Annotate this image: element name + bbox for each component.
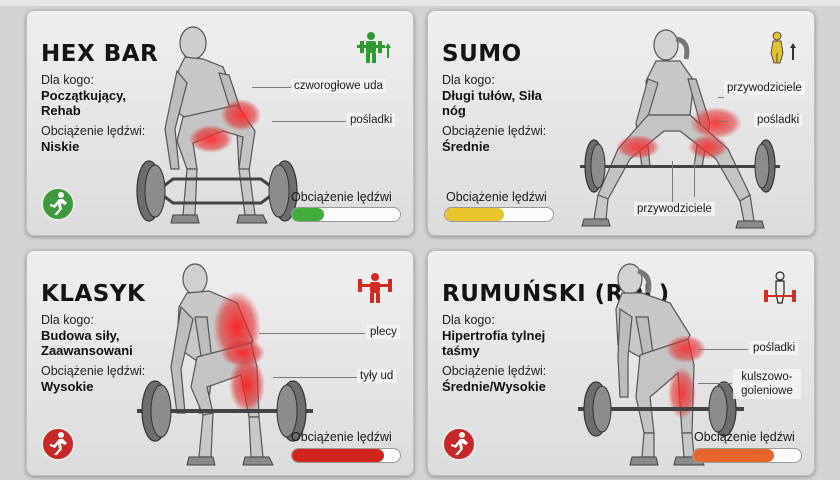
person-arrow-up-icon <box>764 29 800 65</box>
leader-line <box>698 349 748 350</box>
leader-line <box>718 121 728 122</box>
hex-bar-deadlift-figure <box>136 26 298 224</box>
load-bar-fill <box>292 208 325 221</box>
person-barbell-icon <box>762 269 798 305</box>
load-bar <box>444 207 554 222</box>
load-bar <box>291 207 401 222</box>
card-klasyk: KLASYK Dla kogo: Budowa siły, Zaawansowa… <box>26 250 414 476</box>
callout-adductors: przywodziciele <box>724 81 805 95</box>
card-rdl: RUMUŃSKI (RDL) Dla kogo: Hipertrofia tyl… <box>427 250 815 476</box>
callout-glutes: pośladki <box>754 113 803 127</box>
person-barbell-icon <box>357 269 393 305</box>
load-label: Obciążenie lędźwi: <box>442 364 547 378</box>
for-value: Początkujący, Rehab <box>41 88 127 118</box>
for-label: Dla kogo: <box>442 73 495 87</box>
for-value: Hipertrofia tylnej taśmy <box>442 328 546 358</box>
callout-glutes: pośladki <box>347 113 396 127</box>
card-info: Dla kogo: Budowa siły, Zaawansowani Obci… <box>41 313 211 394</box>
conventional-deadlift-figure <box>137 263 313 466</box>
sumo-deadlift-figure <box>580 29 780 229</box>
callout-adductors-lower: przywodziciele <box>634 202 715 216</box>
load-bar <box>692 448 802 463</box>
load-bar-label: Obciążenie lędźwi <box>291 430 392 444</box>
callout-hamstrings: tyły ud <box>357 369 397 383</box>
leader-line <box>718 97 724 98</box>
for-label: Dla kogo: <box>41 313 94 327</box>
load-bar-label: Obciążenie lędźwi <box>694 430 795 444</box>
card-title: HEX BAR <box>41 41 159 67</box>
load-bar-label: Obciążenie lędźwi <box>446 190 547 204</box>
for-value: Długi tułów, Siła nóg <box>442 88 542 118</box>
card-title: KLASYK <box>41 281 146 307</box>
card-hex-bar: HEX BAR Dla kogo: Początkujący, Rehab Ob… <box>26 10 414 236</box>
leader-line <box>252 87 292 88</box>
callout-hamstrings: kulszowo-goleniowe <box>733 369 801 399</box>
load-value: Średnie <box>442 139 490 154</box>
load-bar <box>291 448 401 463</box>
for-value: Budowa siły, Zaawansowani <box>41 328 133 358</box>
for-label: Dla kogo: <box>442 313 495 327</box>
romanian-deadlift-figure <box>578 263 744 466</box>
person-arrow-up-icon <box>357 29 393 65</box>
leader-line <box>259 333 365 334</box>
leader-line <box>273 377 357 378</box>
load-value: Niskie <box>41 139 80 154</box>
load-bar-label: Obciążenie lędźwi <box>291 190 392 204</box>
leader-line <box>694 161 695 197</box>
card-info: Dla kogo: Hipertrofia tylnej taśmy Obcią… <box>442 313 612 394</box>
running-person-badge-icon <box>41 187 75 221</box>
load-bar-fill <box>445 208 505 221</box>
card-sumo: SUMO Dla kogo: Długi tułów, Siła nóg Obc… <box>427 10 815 236</box>
callout-quads: czworogłowe uda <box>291 79 386 93</box>
load-label: Obciążenie lędźwi: <box>442 124 547 138</box>
load-bar-fill <box>292 449 384 462</box>
card-title: SUMO <box>442 41 522 67</box>
callout-back: plecy <box>367 325 400 339</box>
load-label: Obciążenie lędźwi: <box>41 364 146 378</box>
for-label: Dla kogo: <box>41 73 94 87</box>
running-person-badge-icon <box>442 427 476 461</box>
load-value: Średnie/Wysokie <box>442 379 546 394</box>
background-stripe <box>0 0 840 6</box>
load-bar-fill <box>693 449 774 462</box>
load-value: Wysokie <box>41 379 94 394</box>
load-label: Obciążenie lędźwi: <box>41 124 146 138</box>
leader-line <box>272 121 346 122</box>
card-info: Dla kogo: Długi tułów, Siła nóg Obciążen… <box>442 73 612 154</box>
card-info: Dla kogo: Początkujący, Rehab Obciążenie… <box>41 73 211 154</box>
callout-glutes: pośladki <box>750 341 799 355</box>
running-person-badge-icon <box>41 427 75 461</box>
leader-line <box>698 383 732 384</box>
leader-line <box>672 161 673 205</box>
